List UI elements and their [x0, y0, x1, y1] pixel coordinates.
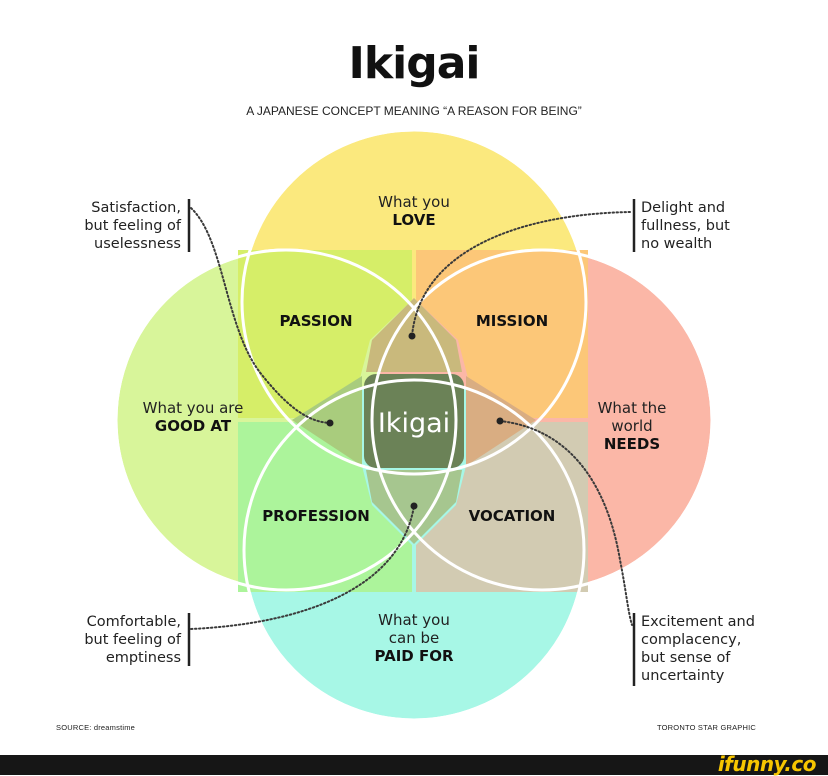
leader-dot-bottom-right [496, 417, 504, 425]
leader-bottom-left [190, 505, 415, 630]
love-label-line2: LOVE [392, 211, 435, 229]
region-love-good-paid [292, 376, 362, 466]
page-subtitle: A JAPANESE CONCEPT MEANING “A REASON FOR… [246, 104, 582, 118]
needs-label-line1: What the [598, 399, 667, 417]
good-at-label-line1: What you are [143, 399, 244, 417]
leader-top-right [411, 211, 631, 337]
region-passion [238, 250, 412, 418]
leader-dot-top-left [326, 419, 334, 427]
passion-label: PASSION [279, 312, 352, 330]
region-ikigai-center [364, 374, 464, 468]
note-bottom-left: Comfortable, but feeling of emptiness [84, 614, 181, 666]
ikigai-center-label: Ikigai [378, 408, 450, 439]
leader-bottom-right [499, 420, 633, 626]
profession-label: PROFESSION [262, 507, 370, 525]
region-vocation [416, 422, 588, 592]
graphic-credit: TORONTO STAR GRAPHIC [657, 723, 757, 732]
paid-for-label-line3: PAID FOR [374, 647, 453, 665]
needs-label-line3: NEEDS [604, 435, 660, 453]
ikigai-venn-diagram: What you LOVE What you are GOOD AT What … [114, 128, 714, 722]
mission-label: MISSION [476, 312, 548, 330]
love-label-line1: What you [378, 193, 450, 211]
paid-for-label-line1: What you [378, 611, 450, 629]
leader-dot-bottom-left [410, 502, 418, 510]
note-top-right: Delight and fullness, but no wealth [641, 200, 730, 252]
paid-for-label-line2: can be [389, 629, 439, 647]
region-profession [238, 422, 412, 592]
note-bottom-right: Excitement and complacency, but sense of… [641, 614, 755, 684]
vocation-label: VOCATION [469, 507, 556, 525]
leader-top-left [190, 207, 331, 424]
page-title: Ikigai [348, 38, 481, 89]
note-top-left: Satisfaction, but feeling of uselessness [84, 200, 181, 252]
needs-label-line2: world [611, 417, 652, 435]
watermark-bar [0, 755, 828, 775]
leader-dot-top-right [408, 332, 416, 340]
source-credit: SOURCE: dreamstime [56, 723, 136, 732]
good-at-label-line2: GOOD AT [155, 417, 232, 435]
region-mission [416, 250, 588, 418]
ifunny-watermark: ifunny.co [717, 752, 817, 776]
